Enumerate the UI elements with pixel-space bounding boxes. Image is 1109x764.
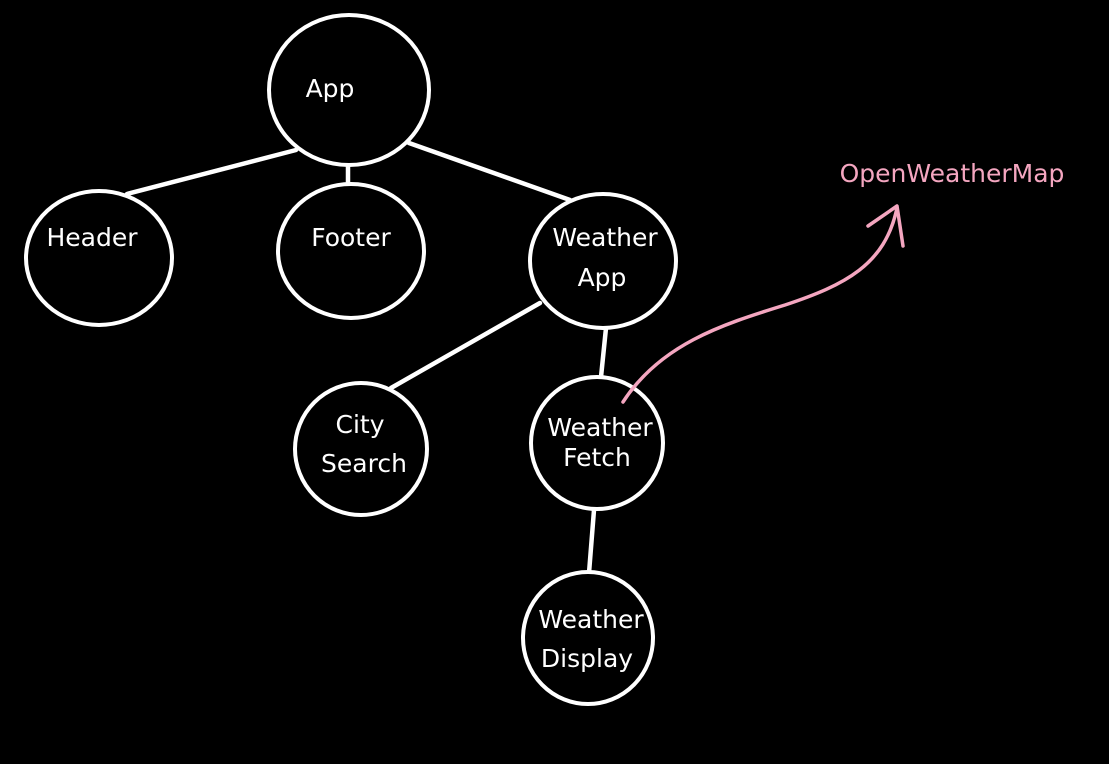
node-header: Header: [24, 189, 174, 327]
edge-weather-fetch-weather-display: [586, 507, 597, 576]
node-app: App: [267, 13, 431, 167]
edge-app-weather-app: [406, 140, 573, 203]
node-footer: Footer: [276, 182, 426, 320]
node-weather-app-label-line1: Weather: [552, 223, 658, 252]
node-weather-fetch-label-line2: Fetch: [563, 443, 631, 472]
node-city-search-label-line2: Search: [321, 449, 407, 478]
node-city-search-label-line1: City: [336, 410, 385, 439]
node-weather-display: Weather Display: [521, 570, 655, 706]
external-api-label: OpenWeatherMap: [840, 159, 1065, 188]
edge-weather-app-weather-fetch: [598, 325, 609, 380]
node-weather-fetch: Weather Fetch: [529, 375, 665, 511]
node-weather-display-label-line2: Display: [541, 644, 633, 673]
node-header-label: Header: [46, 223, 138, 252]
node-weather-app: Weather App: [528, 192, 678, 330]
node-city-search: City Search: [293, 381, 429, 517]
api-call-arrow: [621, 204, 905, 404]
node-weather-display-label-line1: Weather: [538, 605, 644, 634]
node-app-label: App: [306, 74, 355, 103]
node-weather-fetch-label-line1: Weather: [547, 413, 653, 442]
edge-app-header: [124, 147, 299, 197]
node-footer-label: Footer: [311, 223, 391, 252]
node-weather-app-label-line2: App: [578, 263, 627, 292]
edge-weather-app-city-search: [388, 300, 543, 391]
